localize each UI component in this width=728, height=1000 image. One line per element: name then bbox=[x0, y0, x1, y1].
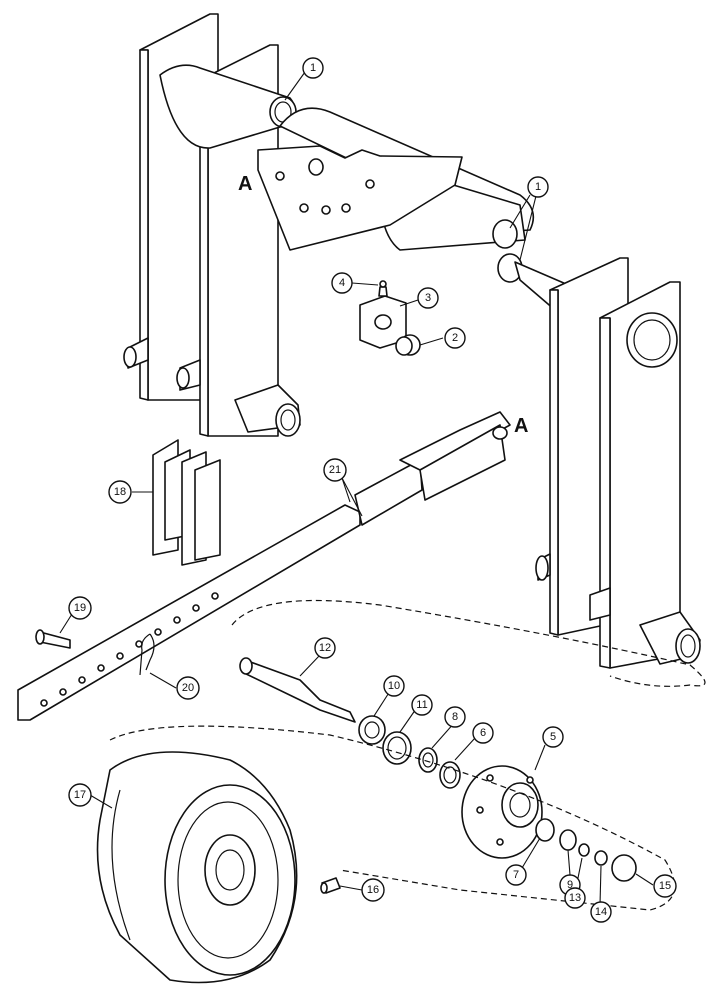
part-10-seal bbox=[358, 715, 386, 745]
callout-13: 13 bbox=[564, 887, 586, 909]
svg-text:15: 15 bbox=[659, 880, 671, 892]
callout-leaders bbox=[59, 71, 654, 906]
svg-text:20: 20 bbox=[182, 682, 194, 694]
right-lower-stubs bbox=[535, 553, 701, 665]
svg-text:12: 12 bbox=[319, 642, 331, 654]
svg-text:18: 18 bbox=[114, 486, 126, 498]
callout-1-lower: 1 bbox=[527, 176, 549, 198]
part-19-clevis-pin bbox=[35, 629, 71, 649]
callout-6: 6 bbox=[472, 722, 494, 744]
part-2-bushing bbox=[395, 334, 421, 356]
callout-12: 12 bbox=[314, 637, 336, 659]
svg-text:6: 6 bbox=[480, 727, 486, 739]
assembly-path-hub bbox=[231, 599, 706, 687]
callout-8: 8 bbox=[444, 706, 466, 728]
part-4-grease-fitting bbox=[378, 280, 388, 297]
svg-text:4: 4 bbox=[339, 277, 345, 289]
part-16-wheel-bolt bbox=[320, 877, 341, 894]
view-label-a-lower: A bbox=[514, 415, 528, 437]
callout-16: 16 bbox=[361, 878, 385, 902]
svg-text:2: 2 bbox=[452, 332, 458, 344]
callout-14: 14 bbox=[590, 901, 612, 923]
callout-17: 17 bbox=[68, 783, 92, 807]
svg-text:21: 21 bbox=[329, 464, 341, 476]
part-6-bearing-cup bbox=[439, 761, 461, 789]
callout-18: 18 bbox=[108, 480, 132, 504]
left-lower-stubs bbox=[123, 337, 301, 437]
callout-20: 20 bbox=[176, 676, 200, 700]
svg-text:13: 13 bbox=[569, 892, 581, 904]
part-5-hub bbox=[461, 765, 543, 859]
callout-21: 21 bbox=[323, 458, 347, 482]
part-11-bearing-cup bbox=[382, 731, 412, 765]
part-9-bearing-cone bbox=[559, 829, 577, 851]
svg-text:1: 1 bbox=[535, 181, 541, 193]
svg-text:19: 19 bbox=[74, 602, 86, 614]
svg-text:16: 16 bbox=[367, 884, 379, 896]
right-upright bbox=[549, 257, 681, 669]
part-20-hair-pin bbox=[139, 633, 155, 676]
callout-3: 3 bbox=[417, 287, 439, 309]
part-13-washer bbox=[578, 843, 590, 857]
part-21-tongue-bar bbox=[17, 411, 511, 721]
svg-text:10: 10 bbox=[388, 680, 400, 692]
part-17-wheel-rim bbox=[96, 751, 298, 984]
part-18-guide-bracket bbox=[152, 439, 221, 566]
svg-text:3: 3 bbox=[425, 292, 431, 304]
callout-5: 5 bbox=[542, 726, 564, 748]
callout-2: 2 bbox=[444, 327, 466, 349]
callout-4: 4 bbox=[331, 272, 353, 294]
view-label-a-upper: A bbox=[238, 173, 252, 195]
svg-text:17: 17 bbox=[74, 789, 86, 801]
mounting-plate bbox=[257, 145, 463, 251]
svg-text:5: 5 bbox=[550, 731, 556, 743]
callout-7: 7 bbox=[505, 864, 527, 886]
part-14-nut bbox=[594, 850, 608, 866]
assembly-path-wheel bbox=[109, 725, 676, 911]
svg-text:7: 7 bbox=[513, 869, 519, 881]
svg-text:9: 9 bbox=[567, 879, 573, 891]
svg-text:14: 14 bbox=[595, 906, 607, 918]
part-12-spindle bbox=[239, 657, 356, 723]
callout-15: 15 bbox=[653, 874, 677, 898]
svg-text:1: 1 bbox=[310, 62, 316, 74]
callout-19: 19 bbox=[68, 596, 92, 620]
callout-11: 11 bbox=[411, 694, 433, 716]
callout-10: 10 bbox=[383, 675, 405, 697]
svg-text:8: 8 bbox=[452, 711, 458, 723]
part-7-bearing-cup bbox=[535, 818, 555, 842]
part-8-bearing-cone bbox=[418, 747, 438, 773]
callout-1-upper: 1 bbox=[302, 57, 324, 79]
svg-text:11: 11 bbox=[416, 699, 427, 711]
part-15-dust-cap bbox=[611, 854, 637, 882]
